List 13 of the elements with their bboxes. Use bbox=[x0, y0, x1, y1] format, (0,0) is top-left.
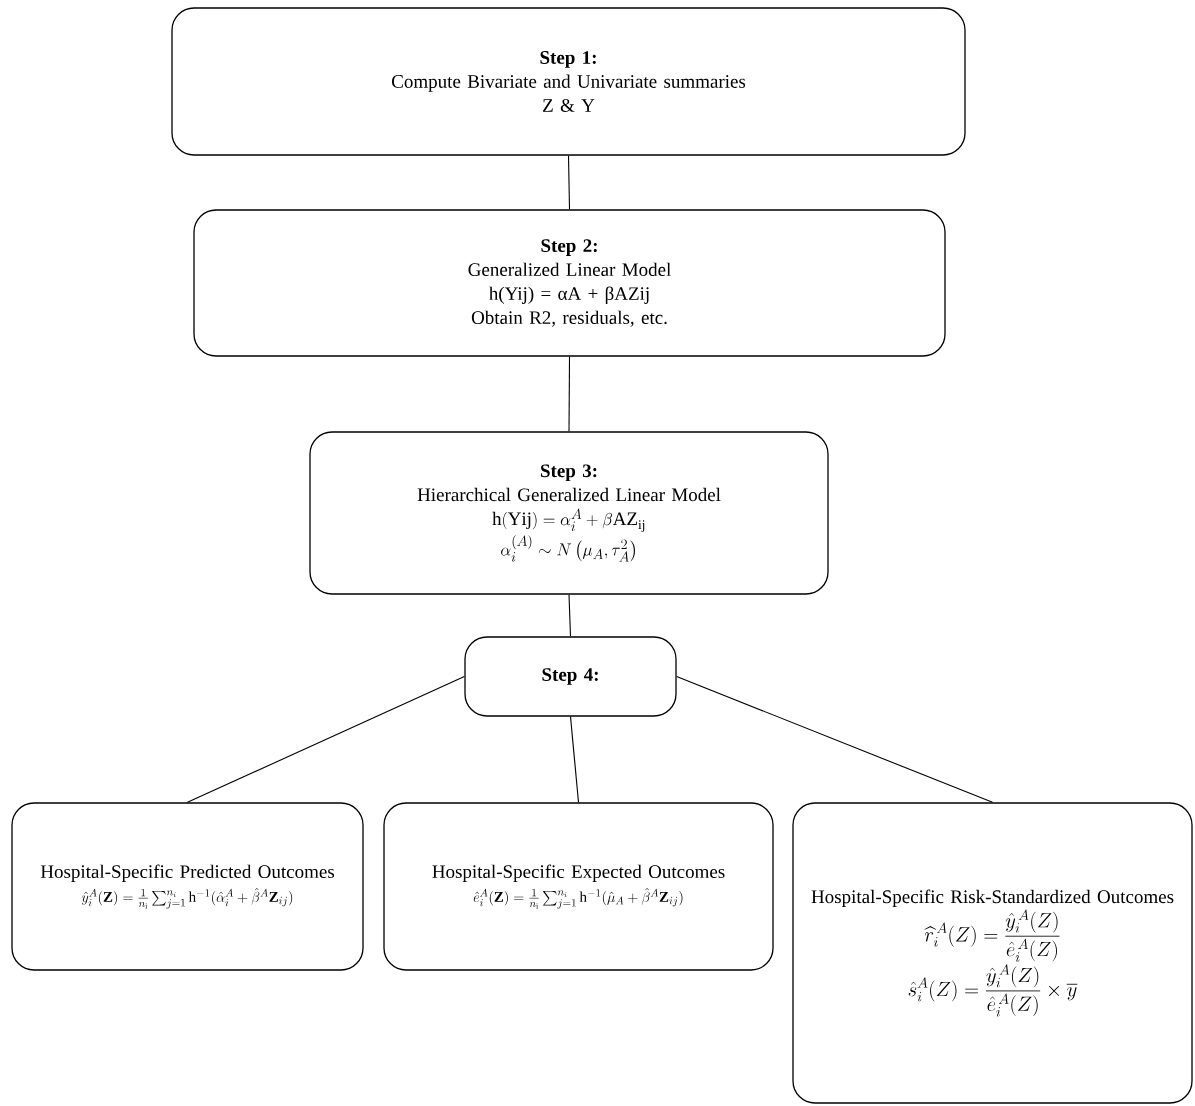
step-box: Step 2: Generalized Linear Model h(Yij) = αA + βAZij Obtain R2, residuals, etc. bbox=[193, 209, 946, 357]
step-box: Step 3: Hierarchical Generalized Linear Model $\mathrm{h(Yij)} = \alpha_i^{A} + \mathrm{\beta AZ}_{\mathrm{ij}}$ $\alpha_i^{(A)} \sim N\left(\mu_A, \tau_A^2\right)$ bbox=[309, 431, 829, 595]
connector-line bbox=[568, 356, 571, 432]
step-box: Step 4: bbox=[464, 636, 677, 717]
connector-line bbox=[568, 594, 572, 637]
step-box: Hospital-Specific Risk-Standardized Outcomes $\widehat{r}_i^{\,A}(Z) = \frac{\hat{y}_i^{\,A}(Z)}{\hat{e}_i^{\,A}(Z)}$ $\hat{s}_i^{A}(Z) = \frac{\hat{y}_i^{\,A}(Z)}{\hat{e}_i^{\,A}(Z)} \times \overline{y}$ bbox=[792, 802, 1193, 1104]
connector-line bbox=[676, 675, 994, 803]
connector-line bbox=[186, 675, 465, 803]
step-box: Step 1: Compute Bivariate and Univariate summaries Z & Y bbox=[171, 7, 966, 156]
connector-line bbox=[569, 716, 580, 803]
connector-line bbox=[567, 155, 571, 210]
step-box: Hospital-Specific Predicted Outcomes $\hat{y}_i^A(\mathbf{Z}) = \frac{1}{n_\mathrm{i}} \sum_{j=1}^{n_i} \mathrm{h}^{-1}(\hat{\alpha}_i^A + \hat{\beta}^A \mathbf{Z}_{ij})$ bbox=[11, 802, 364, 971]
step-box: Hospital-Specific Expected Outcomes $\hat{e}_i^A(\mathbf{Z}) = \frac{1}{n_\mathrm{i}} \sum_{j=1}^{n_i} \mathrm{h}^{-1}(\hat{\mu}_A + \hat{\beta}^A \mathbf{Z}_{ij})$ bbox=[383, 802, 774, 971]
